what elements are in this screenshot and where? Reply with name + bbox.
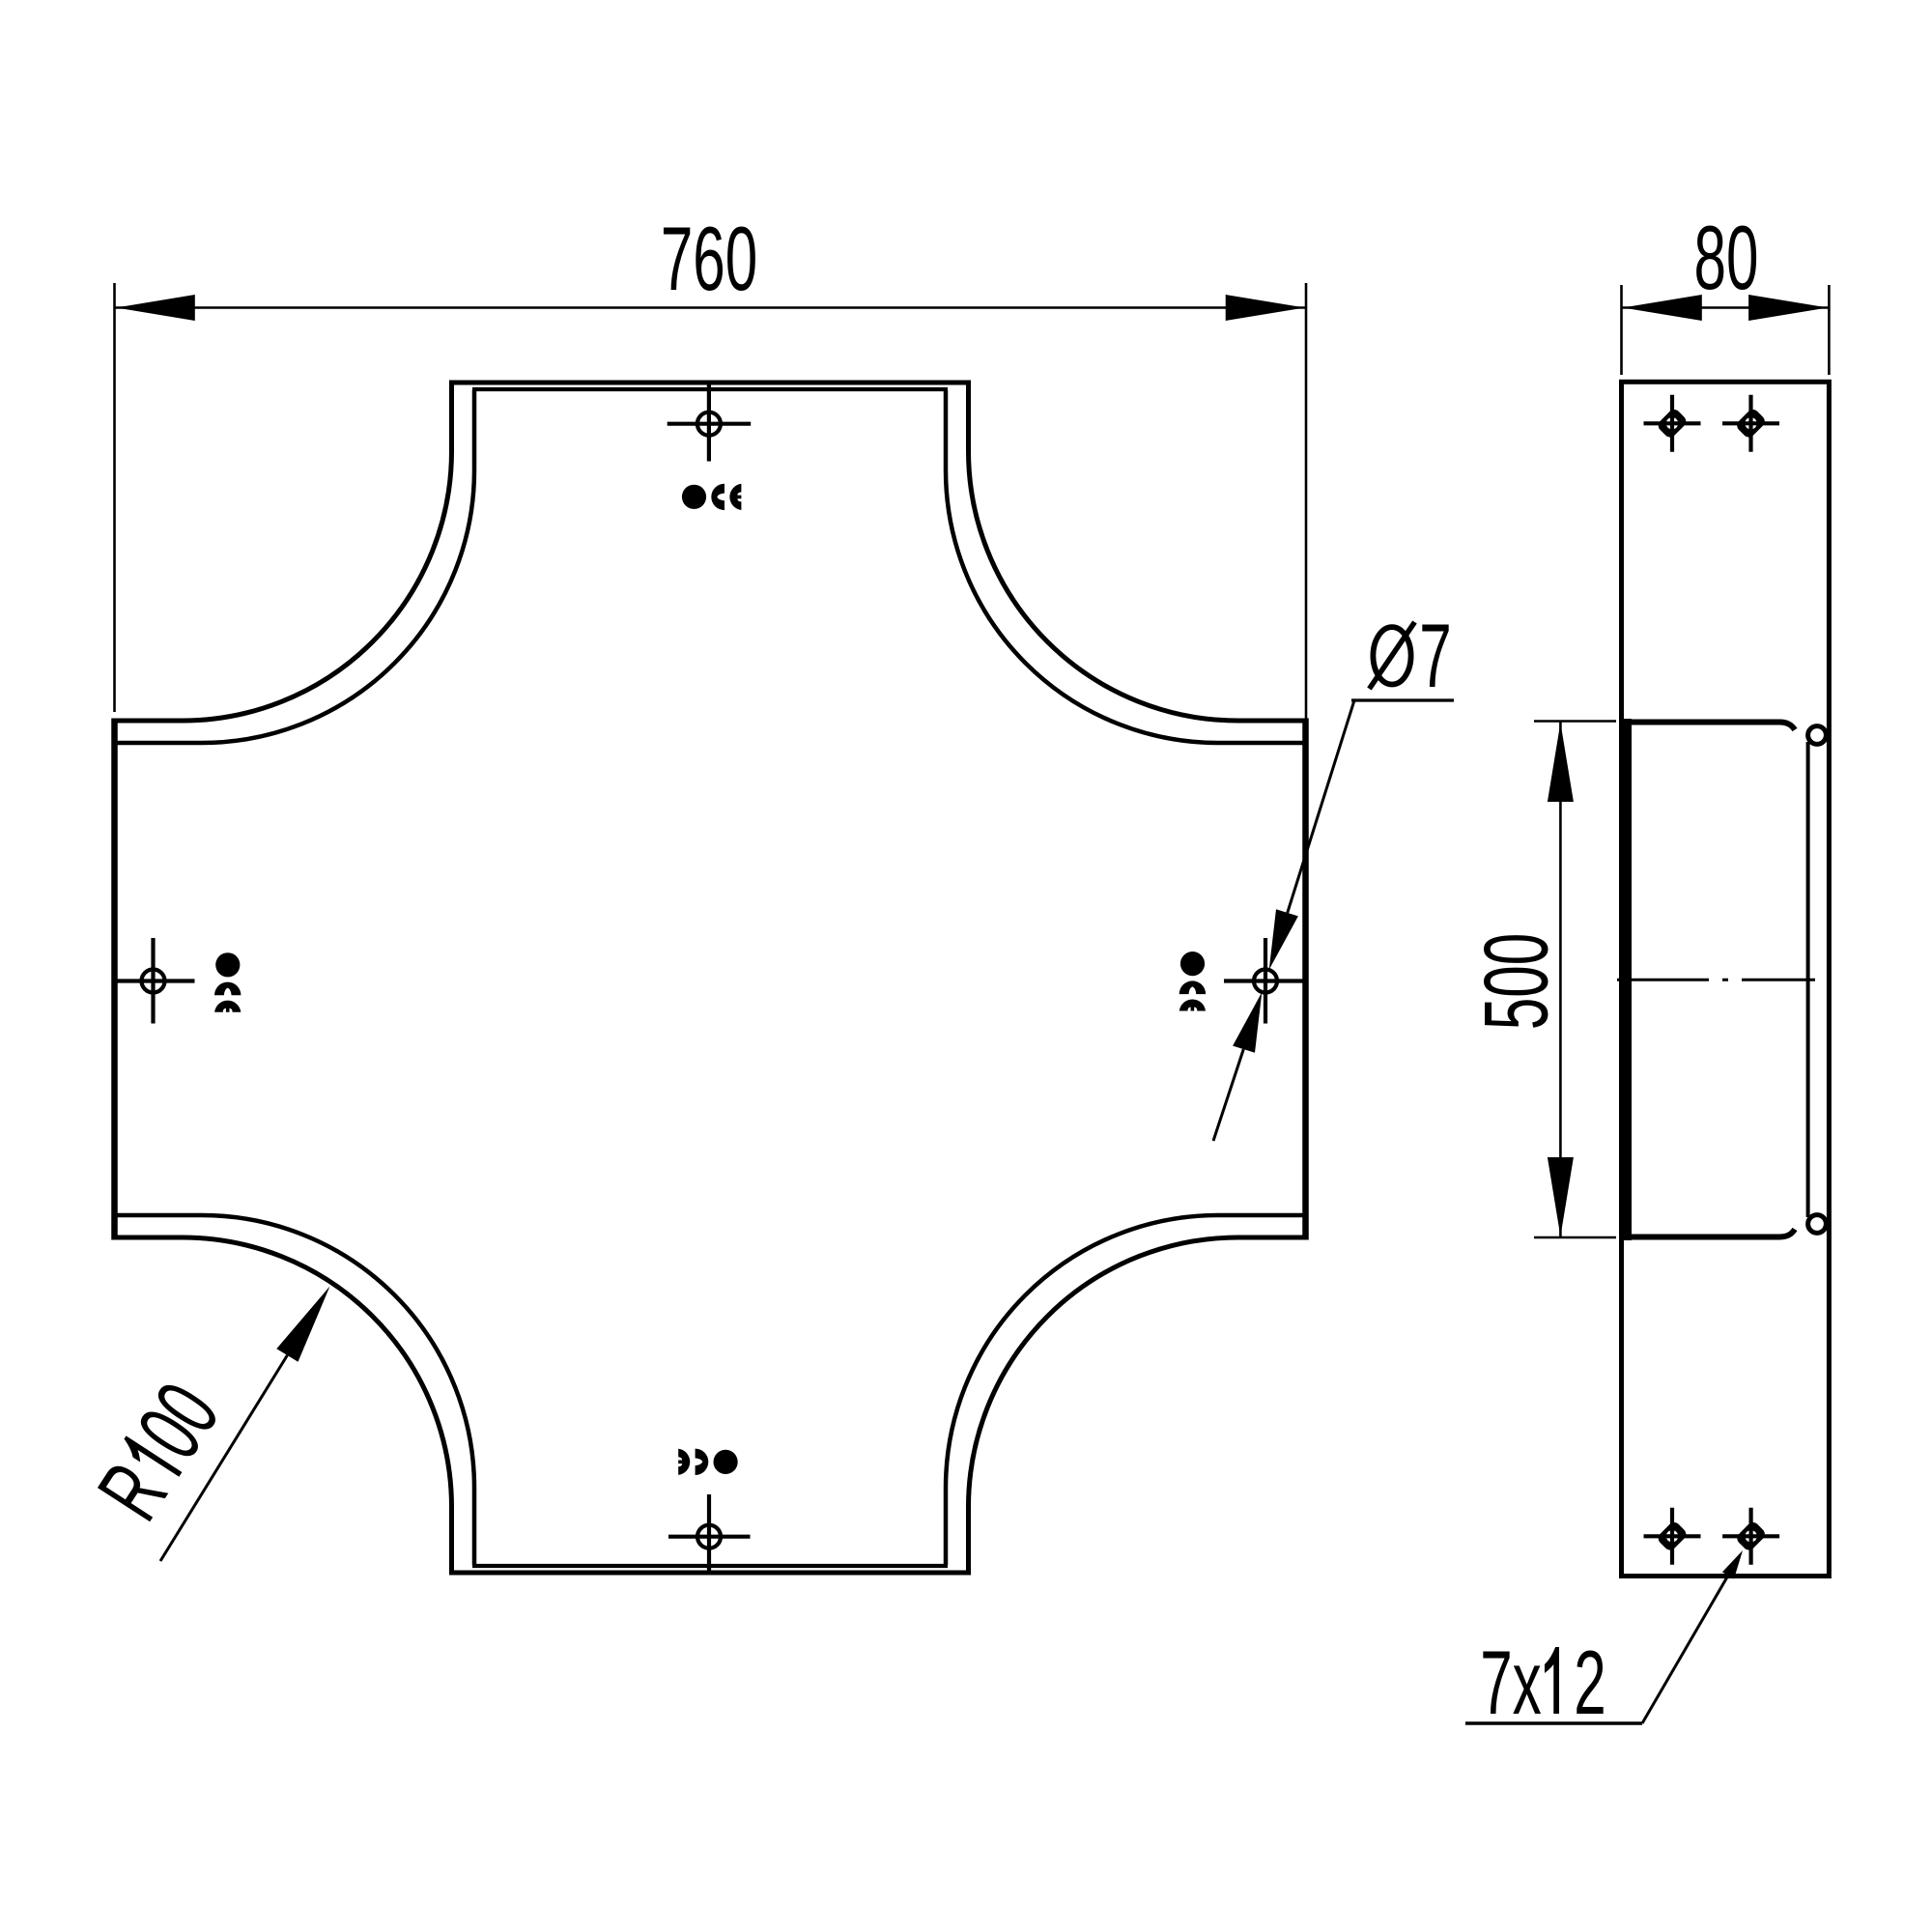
svg-text:2: 2: [1574, 1632, 1605, 1733]
svg-text:80: 80: [1694, 207, 1759, 308]
svg-text:7x: 7x: [1480, 1632, 1542, 1733]
svg-text:760: 760: [661, 208, 757, 309]
svg-text:7: 7: [1419, 605, 1451, 706]
svg-text:500: 500: [1465, 933, 1567, 1030]
